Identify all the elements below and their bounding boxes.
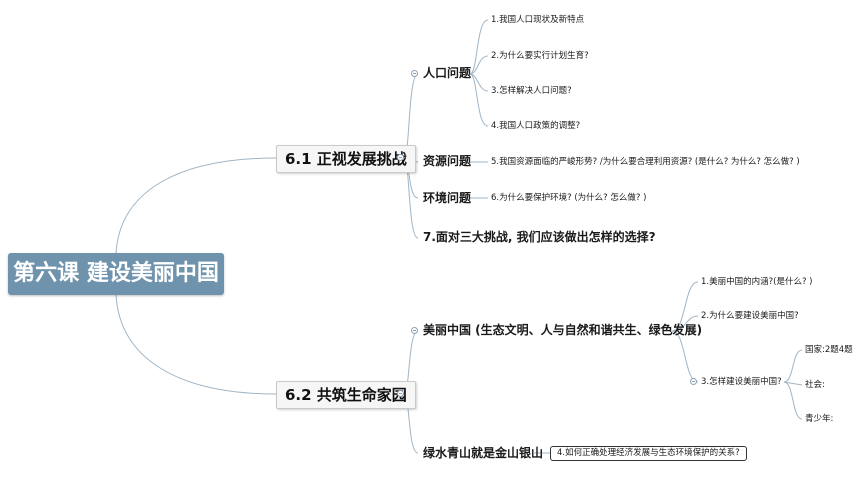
section-1-topic[interactable]: 6.1 正视发展挑战 (276, 145, 416, 173)
topic-green-mountains[interactable]: 绿水青山就是金山银山 (423, 446, 544, 460)
collapse-toggle-icon[interactable] (397, 390, 404, 397)
resources-item-1[interactable]: 5.我国资源面临的严峻形势? /为什么要合理利用资源? (是什么? 为什么? 怎… (491, 157, 800, 167)
topic-resources[interactable]: 资源问题 (423, 154, 472, 168)
how-item-country[interactable]: 国家:2题4题 (805, 345, 853, 355)
topic-environment[interactable]: 环境问题 (423, 191, 472, 205)
beautiful-china-item-1[interactable]: 1.美丽中国的内涵?(是什么? ) (701, 277, 813, 287)
population-item-1[interactable]: 1.我国人口现状及新特点 (491, 15, 585, 25)
collapse-toggle-icon[interactable] (411, 70, 418, 77)
topic-population[interactable]: 人口问题 (423, 66, 472, 80)
population-item-4[interactable]: 4.我国人口政策的调整? (491, 121, 581, 131)
section-2-topic[interactable]: 6.2 共筑生命家园 (276, 381, 416, 409)
collapse-toggle-icon[interactable] (411, 327, 418, 334)
population-item-3[interactable]: 3.怎样解决人口问题? (491, 86, 572, 96)
root-topic[interactable]: 第六课 建设美丽中国 (8, 253, 224, 295)
collapse-toggle-icon[interactable] (690, 378, 697, 385)
topic-beautiful-china[interactable]: 美丽中国 (生态文明、人与自然和谐共生、绿色发展) (423, 323, 703, 337)
how-item-youth[interactable]: 青少年: (805, 414, 834, 424)
environment-item-1[interactable]: 6.为什么要保护环境? (为什么? 怎么做? ) (491, 193, 647, 203)
population-item-2[interactable]: 2.为什么要实行计划生育? (491, 51, 589, 61)
topic-three-challenges[interactable]: 7.面对三大挑战, 我们应该做出怎样的选择? (423, 230, 656, 244)
green-mountains-item-1[interactable]: 4.如何正确处理经济发展与生态环境保护的关系? (550, 446, 747, 461)
beautiful-china-item-2[interactable]: 2.为什么要建设美丽中国? (701, 311, 799, 321)
collapse-toggle-icon[interactable] (397, 154, 404, 161)
beautiful-china-item-3[interactable]: 3.怎样建设美丽中国? (701, 377, 782, 387)
how-item-society[interactable]: 社会: (805, 380, 825, 390)
